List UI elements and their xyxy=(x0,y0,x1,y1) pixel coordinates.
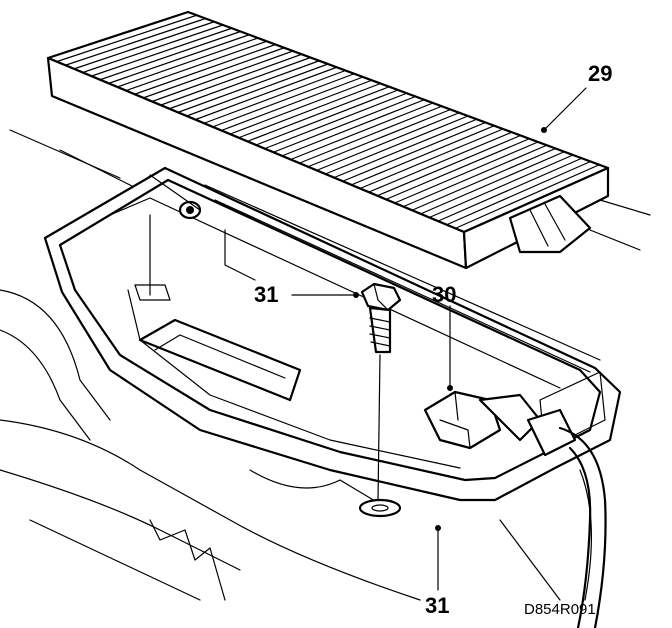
filter-pleat xyxy=(186,63,329,117)
filter-pleat xyxy=(368,131,513,193)
filter-pleat xyxy=(142,47,285,99)
filter-pleat xyxy=(151,50,294,103)
callout-29: 29 xyxy=(588,61,613,86)
filter-pleat xyxy=(437,157,583,222)
leader-lines xyxy=(291,87,587,591)
filter-pleat xyxy=(177,60,320,113)
filter-pleat xyxy=(290,102,434,161)
callout-31-top: 31 xyxy=(254,282,279,307)
background-lines xyxy=(0,129,651,601)
filter-pleat xyxy=(307,108,452,168)
filter-pleat xyxy=(333,118,478,179)
filter-pleat xyxy=(56,14,198,63)
filter-pleat xyxy=(446,160,592,226)
filter-pleat xyxy=(73,21,215,70)
filter-pleat xyxy=(359,128,504,190)
filter-pleat xyxy=(454,164,600,229)
electrical-connector xyxy=(423,390,607,628)
fixing-screw xyxy=(358,282,402,518)
filter-pleat xyxy=(229,79,373,135)
filter-pleat xyxy=(350,125,495,186)
filter-pleat xyxy=(281,99,425,157)
callout-30: 30 xyxy=(432,282,457,307)
filter-pleat xyxy=(342,121,487,182)
filter-pleat xyxy=(420,151,565,215)
filter-pleat xyxy=(82,24,224,74)
filter-pleat xyxy=(402,144,548,208)
filter-pleat xyxy=(246,86,390,142)
filter-pleat xyxy=(64,17,207,66)
filter-pleat xyxy=(255,89,399,146)
filter-pleat xyxy=(168,56,312,110)
leader-29 xyxy=(543,87,587,131)
filter-pleat xyxy=(272,95,417,153)
filter-pleat xyxy=(125,40,268,92)
filter-pleats xyxy=(56,14,600,229)
filter-pleat xyxy=(134,43,277,95)
drawing-code: D854R091 xyxy=(524,601,596,618)
filter-pleat xyxy=(108,34,250,84)
filter-pleat xyxy=(324,115,469,175)
filter-pleat xyxy=(90,27,233,77)
filter-pleat xyxy=(376,134,522,197)
filter-pleat xyxy=(160,53,303,106)
filter-pleat xyxy=(428,154,574,219)
cabin-filter xyxy=(46,10,610,270)
filter-pleat xyxy=(220,76,364,132)
filter-pleat xyxy=(238,82,382,139)
filter-pleat xyxy=(316,112,460,171)
filter-pleat xyxy=(411,147,557,211)
filter-pleat xyxy=(194,66,338,121)
filter-pleat xyxy=(298,105,443,164)
filter-pleat xyxy=(203,69,347,124)
filter-pleat xyxy=(264,92,408,150)
callout-31-bottom: 31 xyxy=(425,593,450,618)
filter-pleat xyxy=(99,30,242,81)
filter-pleat xyxy=(116,37,259,88)
filter-pleat xyxy=(212,73,355,128)
filter-pleat xyxy=(394,141,539,204)
filter-pleat xyxy=(385,138,530,200)
